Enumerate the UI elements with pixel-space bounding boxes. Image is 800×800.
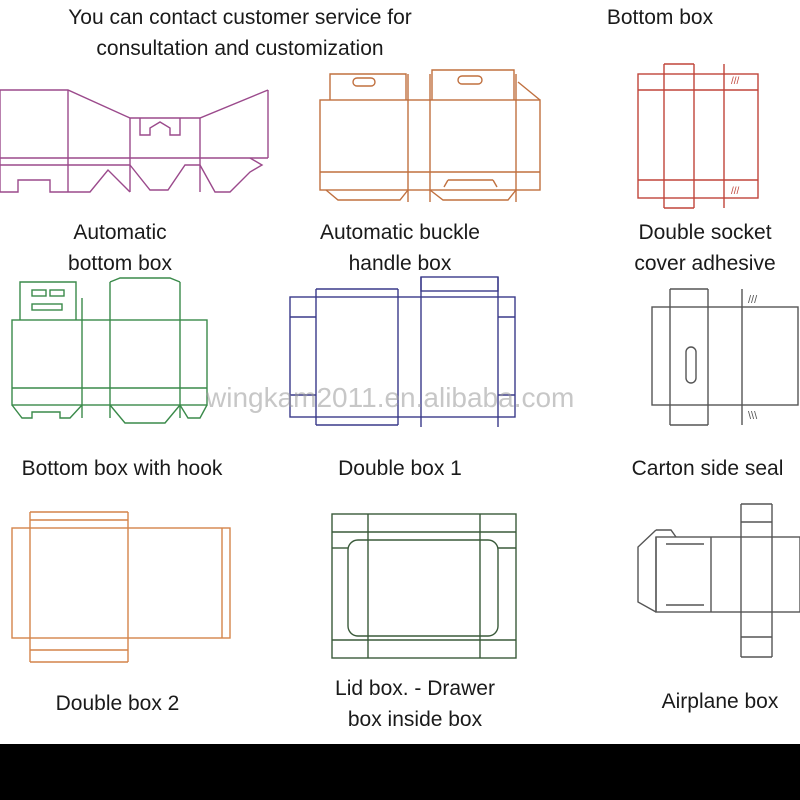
- svg-text:///: ///: [748, 294, 758, 306]
- svg-text:\\\: \\\: [748, 410, 758, 422]
- automatic-bottom-box-diagram: [0, 89, 269, 193]
- label-bottom-box-hook: Bottom box with hook: [21, 457, 223, 480]
- contact-line-1: You can contact customer service for: [68, 6, 412, 29]
- label-double-box-2: Double box 2: [55, 692, 180, 715]
- bottom-black-bar: [0, 744, 800, 800]
- airplane-box-diagram: [637, 503, 800, 658]
- label-buckle-handle-2: handle box: [348, 252, 452, 275]
- contact-line-2: consultation and customization: [96, 37, 384, 60]
- bottom-box-with-hook-diagram: [11, 277, 208, 424]
- label-double-socket-1: Double socket: [638, 221, 772, 244]
- svg-text:///: ///: [731, 186, 740, 197]
- bottom-box-title: Bottom box: [606, 6, 714, 29]
- double-box-2-diagram: [11, 511, 231, 663]
- watermark-text: wingkam2011.en.alibaba.com: [206, 382, 575, 413]
- lid-box-drawer-diagram: [331, 513, 517, 659]
- carton-side-seal-diagram: /// \\\: [651, 288, 799, 426]
- label-double-socket-2: cover adhesive: [634, 252, 776, 275]
- label-lid-box-2: box inside box: [347, 708, 483, 731]
- svg-text:///: ///: [731, 76, 740, 87]
- label-double-box-1: Double box 1: [338, 457, 462, 480]
- label-automatic-bottom-box-1: Automatic: [73, 221, 167, 244]
- label-carton-side-seal: Carton side seal: [631, 457, 784, 480]
- double-box-1-diagram: [289, 276, 516, 427]
- label-airplane-box: Airplane box: [661, 690, 779, 713]
- label-buckle-handle-1: Automatic buckle: [320, 221, 480, 244]
- label-lid-box-1: Lid box. - Drawer: [335, 677, 495, 700]
- label-automatic-bottom-box-2: bottom box: [68, 252, 172, 275]
- automatic-buckle-handle-box-diagram: [319, 69, 541, 202]
- double-socket-cover-diagram: /// ///: [637, 63, 759, 209]
